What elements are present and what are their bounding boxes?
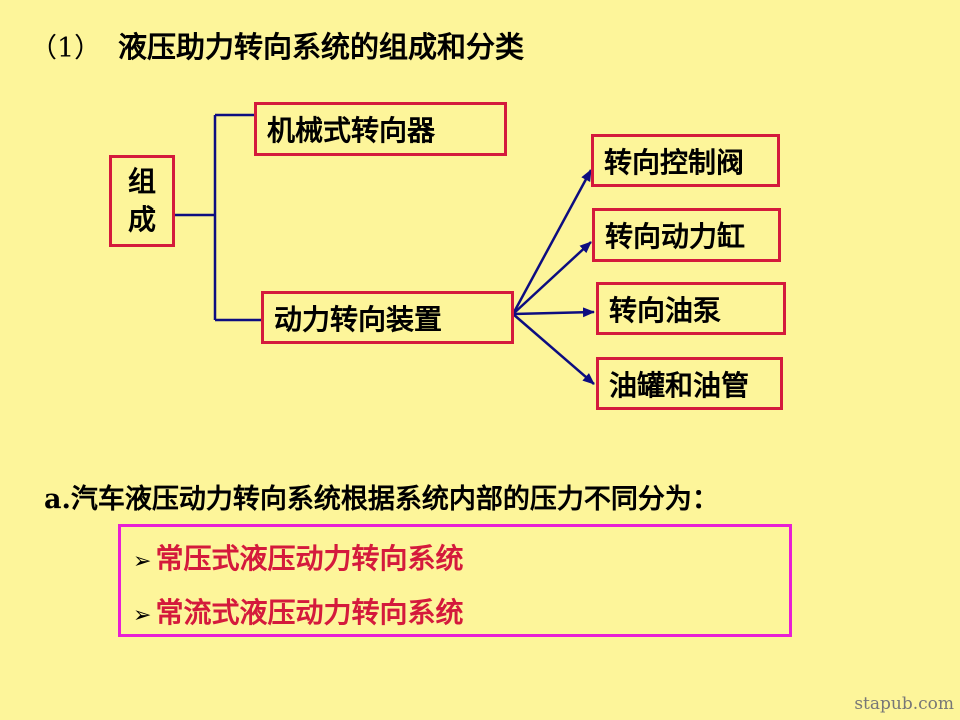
root-node-composition: 组 成 <box>109 155 175 247</box>
node-oil-pump: 转向油泵 <box>596 282 786 335</box>
classification-heading: a.汽车液压动力转向系统根据系统内部的压力不同分为： <box>44 477 719 516</box>
type-item-label: 常流式液压动力转向系统 <box>155 596 464 629</box>
classification-types-box: ➢常压式液压动力转向系统 ➢常流式液压动力转向系统 <box>118 524 792 637</box>
type-item-label: 常压式液压动力转向系统 <box>155 542 464 575</box>
arrow-to-oil-pump <box>512 307 595 318</box>
node-power-cylinder: 转向动力缸 <box>592 208 781 262</box>
arrow-bullet-icon: ➢ <box>133 603 152 628</box>
node-tank-and-pipes: 油罐和油管 <box>596 357 783 410</box>
type-item-constant-pressure: ➢常压式液压动力转向系统 <box>133 537 463 577</box>
root-node-char-2: 成 <box>127 203 156 236</box>
title-number: （1） <box>30 33 102 64</box>
watermark: stapub.com <box>854 694 954 714</box>
type-item-constant-flow: ➢常流式液压动力转向系统 <box>133 591 463 631</box>
node-power-steering-device: 动力转向装置 <box>261 291 514 344</box>
node-mechanical-steering-gear: 机械式转向器 <box>254 102 507 156</box>
root-node-char-1: 组 <box>127 165 156 198</box>
arrow-bullet-icon: ➢ <box>133 549 152 574</box>
classification-lead: a. <box>44 484 71 515</box>
classification-text: 汽车液压动力转向系统根据系统内部的压力不同分为： <box>70 484 719 515</box>
arrow-to-tank-pipes <box>512 313 595 385</box>
node-control-valve: 转向控制阀 <box>591 134 780 187</box>
arrow-to-control-valve <box>511 169 593 315</box>
page-title: 液压助力转向系统的组成和分类 <box>118 30 525 64</box>
arrow-to-power-cylinder <box>512 241 592 315</box>
